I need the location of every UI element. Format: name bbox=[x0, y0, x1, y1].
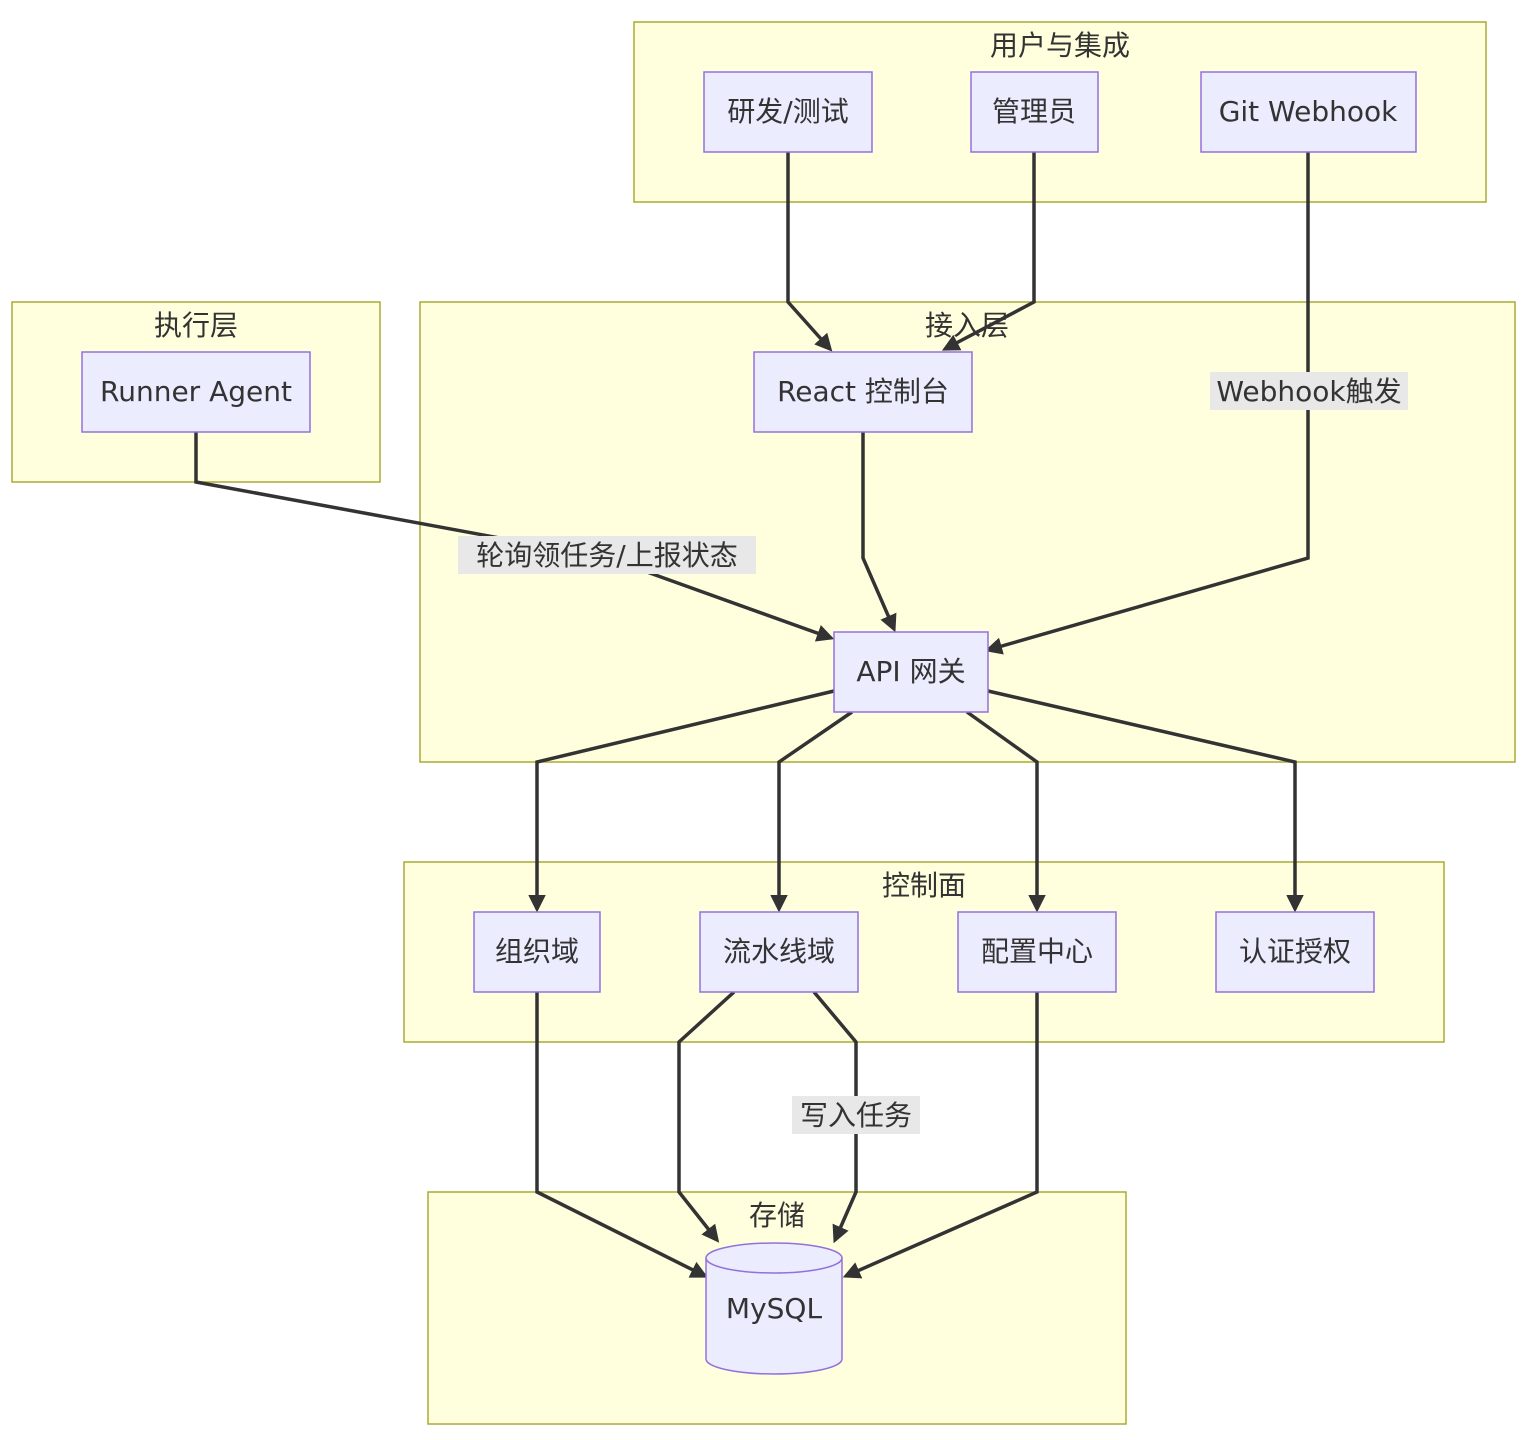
edge-runner-to-gateway bbox=[194, 432, 835, 642]
node-org-domain[interactable]: 组织域 bbox=[473, 911, 601, 993]
node-admin[interactable]: 管理员 bbox=[970, 71, 1099, 153]
edge-label-webhook-trigger-text: Webhook触发 bbox=[1216, 375, 1401, 408]
cluster-control-title: 控制面 bbox=[882, 869, 966, 902]
node-dev-test[interactable]: 研发/测试 bbox=[703, 71, 873, 153]
edge-gateway-to-pipeline bbox=[770, 710, 853, 913]
node-auth-label: 认证授权 bbox=[1239, 935, 1351, 968]
edge-label-write-task-text: 写入任务 bbox=[800, 1099, 912, 1132]
edge-gateway-to-config bbox=[965, 710, 1046, 913]
cluster-execution-title: 执行层 bbox=[154, 309, 238, 342]
node-runner-agent-label: Runner Agent bbox=[100, 375, 292, 408]
node-mysql[interactable]: MySQL bbox=[705, 1242, 843, 1375]
edges bbox=[194, 152, 1310, 1279]
edge-pipeline-to-mysql bbox=[677, 990, 736, 1243]
edge-console-to-gateway bbox=[861, 432, 897, 633]
node-org-domain-label: 组织域 bbox=[495, 935, 579, 968]
node-api-gateway[interactable]: API 网关 bbox=[833, 631, 989, 713]
edge-gateway-to-org bbox=[528, 689, 835, 913]
edge-dev-to-console bbox=[786, 152, 833, 352]
node-config-center[interactable]: 配置中心 bbox=[957, 911, 1117, 993]
node-mysql-label: MySQL bbox=[726, 1292, 823, 1325]
node-pipeline-domain[interactable]: 流水线域 bbox=[699, 911, 859, 993]
edge-config-to-mysql bbox=[842, 992, 1039, 1279]
node-runner-agent[interactable]: Runner Agent bbox=[81, 351, 311, 433]
node-config-center-label: 配置中心 bbox=[981, 935, 1093, 968]
node-pipeline-domain-label: 流水线域 bbox=[723, 935, 835, 968]
edge-org-to-mysql bbox=[535, 992, 709, 1278]
edge-label-poll-report-text: 轮询领任务/上报状态 bbox=[476, 539, 737, 572]
edge-gateway-to-auth bbox=[987, 689, 1304, 913]
cluster-storage-title: 存储 bbox=[749, 1199, 805, 1232]
node-react-console[interactable]: React 控制台 bbox=[753, 351, 973, 433]
node-git-webhook[interactable]: Git Webhook bbox=[1200, 71, 1417, 153]
node-dev-test-label: 研发/测试 bbox=[727, 95, 848, 128]
edge-label-poll-report: 轮询领任务/上报状态 bbox=[458, 536, 756, 574]
node-git-webhook-label: Git Webhook bbox=[1219, 95, 1398, 128]
edge-admin-to-console bbox=[941, 152, 1036, 351]
cluster-users-title: 用户与集成 bbox=[990, 29, 1130, 62]
node-api-gateway-label: API 网关 bbox=[856, 655, 965, 688]
node-auth[interactable]: 认证授权 bbox=[1215, 911, 1375, 993]
node-react-console-label: React 控制台 bbox=[777, 375, 949, 408]
node-admin-label: 管理员 bbox=[992, 95, 1076, 128]
edge-webhook-to-gateway bbox=[984, 152, 1310, 655]
edge-label-write-task: 写入任务 bbox=[792, 1096, 920, 1134]
edge-label-webhook-trigger: Webhook触发 bbox=[1210, 372, 1408, 410]
